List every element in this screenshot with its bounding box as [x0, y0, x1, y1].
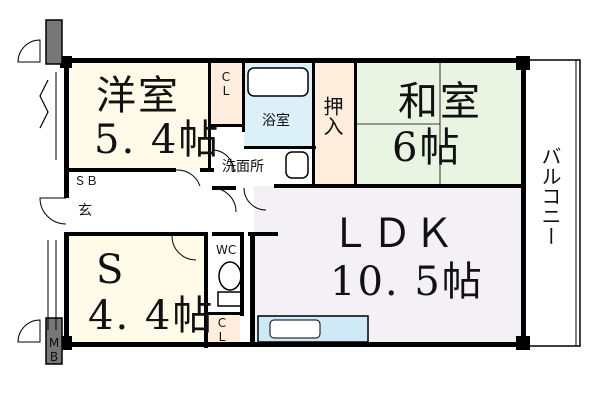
senmen-label: 洗面所 — [222, 159, 264, 175]
youshitsu-name: 洋室 — [96, 73, 180, 119]
pillars — [60, 56, 530, 350]
door-arc — [211, 187, 237, 213]
washitsu-name: 和室 — [398, 79, 482, 125]
service-name: S — [96, 247, 126, 293]
genkan-label: 玄 — [78, 203, 92, 219]
mb-label: MB — [47, 336, 61, 364]
door-arc — [171, 235, 197, 261]
oshiire-room — [314, 62, 356, 186]
cl-top-label: CL — [219, 70, 233, 98]
service-room — [66, 236, 206, 344]
door-arc — [17, 319, 41, 343]
door-arc — [211, 149, 235, 173]
oshiire-label: 押入 — [320, 96, 344, 136]
balcony-label: バルコニー — [538, 146, 562, 246]
window — [39, 79, 49, 129]
meter-box-top — [45, 19, 63, 65]
door-arc — [243, 187, 267, 211]
bath-label: 浴室 — [262, 113, 290, 129]
meter-box-bottom — [45, 317, 63, 365]
entrance-door — [39, 197, 67, 225]
kitchen-sink — [269, 319, 321, 339]
balcony-area — [524, 62, 578, 344]
bathtub — [247, 67, 309, 97]
ldk-size: 10. 5帖 — [330, 259, 484, 305]
toilet-bowl — [218, 261, 242, 291]
closet-bottom — [206, 314, 240, 344]
wc-label: WC — [216, 243, 237, 257]
closet-top — [210, 62, 244, 124]
door-arc — [17, 39, 41, 63]
sb-label: ＳＢ — [74, 174, 99, 188]
door-arc — [175, 169, 201, 187]
washbasin — [285, 151, 309, 179]
toilet-tank — [217, 291, 243, 307]
washitsu-size: 6帖 — [392, 125, 462, 171]
youshitsu-size: 5. 4帖 — [94, 117, 221, 163]
youshitsu-room — [68, 62, 210, 170]
walls — [64, 58, 526, 348]
service-size: 4. 4帖 — [88, 293, 215, 339]
cl-bottom-label: CL — [215, 316, 229, 344]
ldk-name: ＬＤＫ — [330, 211, 456, 257]
